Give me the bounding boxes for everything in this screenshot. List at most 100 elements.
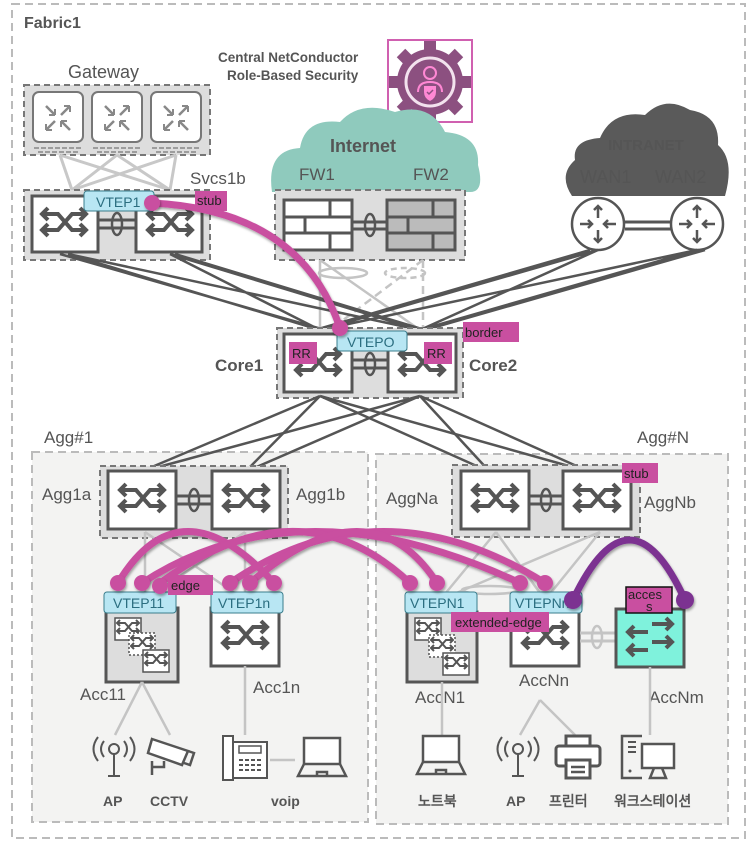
accnm-label: AccNm [649,688,704,707]
tunnel-endpoint [564,591,582,609]
acc11-vtep-label: VTEP11 [113,595,164,611]
central-title-line1: Central NetConductor [218,50,359,65]
agg1a-switch [106,469,178,531]
tunnel-acc11-acc1n [114,528,278,587]
core1-rr-tag [289,342,317,364]
aggN-group-label: Agg#N [637,428,689,447]
tunnel-endpoint [242,575,258,591]
ap-icon [92,736,136,777]
svcs-vtep-label: VTEP1 [96,194,141,210]
printer-label: 프린터 [549,793,588,809]
ap-label-n: AP [506,793,525,809]
agg1a-label: Agg1a [42,485,92,504]
cctv-label: CCTV [150,793,189,809]
edge-role-label: edge [171,578,200,593]
acc1n-switch [209,606,281,668]
svcs-label: Svcs1b [190,169,246,188]
aggNa-switch [459,469,531,531]
workstation-icon [620,734,676,780]
tunnel-endpoint [402,575,418,591]
acc11-label: Acc11 [80,685,126,704]
central-title-line2: Role-Based Security [227,68,359,83]
internet-cloud [271,107,481,192]
gateway-ap-icon [150,91,202,153]
gateway-devices [32,91,202,153]
gateway-ap-icon [91,91,143,153]
core2-label: Core2 [469,356,517,375]
printer-icon [554,734,602,780]
accnn-accnm-lag [580,624,616,650]
voip-label: voip [271,793,300,809]
edge-role-tag [168,575,213,595]
fw1-label: FW1 [299,165,335,184]
ap-label: AP [103,793,122,809]
agg1-group-label: Agg#1 [44,428,93,447]
tunnel-endpoint [110,575,126,591]
core-agg-links [139,394,591,474]
acc1n-vtep-badge [210,591,284,614]
aggN-lag [529,487,563,513]
tunnel-acc1n-accnn [226,528,549,587]
uplink-lines [59,248,706,332]
svcs-lag [98,211,136,237]
cctv-icon [146,737,196,775]
access-role-label-wrap: s [646,599,653,614]
gateway-label: Gateway [68,62,139,82]
tunnel-endpoint [134,575,150,591]
acc1n-vtep-label: VTEP1n [218,595,270,611]
accnn-label: AccNn [519,671,569,690]
tunnel-endpoint [144,195,160,211]
aggN-role-label: stub [624,466,649,481]
intranet-cloud [565,103,729,196]
core1-label: Core1 [215,356,263,375]
tunnel-endpoint [332,320,348,336]
wan1-label: WAN1 [580,167,631,187]
ap-icon [496,736,540,777]
extended-edge-tag [451,612,549,632]
access-role-label: acces [628,587,662,602]
gateway-links [58,153,178,192]
core-vtep-label: VTEPO [347,334,395,350]
fw-core-links [317,258,427,332]
tunnel-endpoint [429,575,445,591]
fw-lag [352,212,387,238]
svcs-role-label: stub [197,193,222,208]
accnm-switch [614,607,686,669]
wan-link [625,220,671,231]
accnn-vtep-label: VTEPNn [515,595,569,611]
access-role-tag [625,586,673,614]
core2-rr-tag [424,342,452,364]
workstation-label: 워크스테이션 [614,793,691,809]
aggNa-label: AggNa [386,489,439,508]
tunnel-endpoint [512,575,528,591]
core-lag [352,351,388,377]
aggNb-label: AggNb [644,493,696,512]
intranet-title: INTRANET [608,137,684,154]
core-vtep-badge [336,330,408,352]
vxlan-tunnels [114,199,549,587]
fabric-title: Fabric1 [24,15,81,32]
accn1-label: AccN1 [415,688,465,707]
tunnel-endpoints [110,195,553,594]
agg1b-label: Agg1b [296,485,345,504]
tunnel-acc11-accn1 [156,528,414,587]
laptop-label: 노트북 [418,793,457,809]
aggNb-switch [561,469,633,531]
extended-edge-label: extended-edge [455,615,542,630]
tunnel-acc1n-accn1 [246,528,441,587]
fw1-icon [282,198,354,252]
endpoint-links [113,666,652,762]
tunnel-endpoint [222,575,238,591]
wan1-router-icon [570,196,626,252]
accn1-vtep-label: VTEPN1 [410,595,465,611]
agg1b-switch [210,469,282,531]
core-role-label: border [465,325,503,340]
acc11-stack [104,606,180,684]
tunnel-endpoint [537,575,553,591]
gateway-ap-icon [32,91,84,153]
acc11-vtep-badge [103,591,177,614]
internet-title: Internet [330,136,396,156]
wan2-router-icon [669,196,725,252]
fw2-label: FW2 [413,165,449,184]
